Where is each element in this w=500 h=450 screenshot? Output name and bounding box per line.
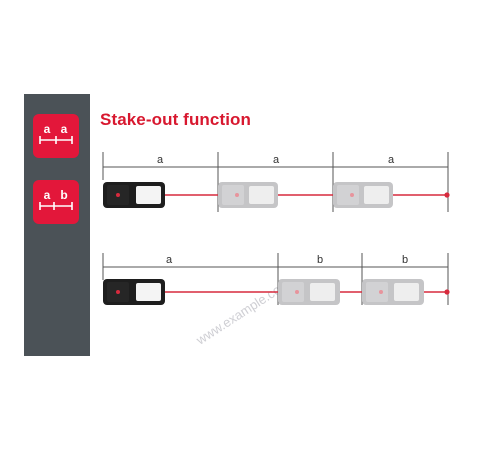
segment-label: b [402, 254, 408, 266]
diagram-row-2: a b b [102, 253, 450, 305]
diagram-row-1: a a a [102, 152, 450, 212]
stakeout-equal-button[interactable]: a a [33, 114, 79, 158]
target-point [444, 289, 450, 295]
page-title: Stake-out function [100, 110, 252, 129]
icon-label-2: b [60, 188, 67, 202]
icon-label-1: a [44, 188, 51, 202]
ghost-device [333, 182, 393, 208]
stakeout-unequal-button[interactable]: a b [33, 180, 79, 224]
segment-label: b [317, 254, 323, 266]
icon-label-1: a [44, 122, 51, 136]
ghost-device [362, 279, 424, 305]
sidebar: a a a b [24, 94, 90, 356]
stakeout-unequal-icon: a b [39, 188, 73, 210]
laser-meter-device [103, 182, 165, 208]
laser-meter-device [103, 279, 165, 305]
segment-label: a [166, 254, 173, 266]
ghost-device [278, 279, 340, 305]
icon-label-2: a [61, 122, 68, 136]
stakeout-equal-icon: a a [39, 122, 73, 144]
segment-label: a [273, 154, 280, 166]
segment-label: a [388, 154, 395, 166]
segment-label: a [157, 154, 164, 166]
ghost-device [218, 182, 278, 208]
target-point [444, 192, 450, 198]
